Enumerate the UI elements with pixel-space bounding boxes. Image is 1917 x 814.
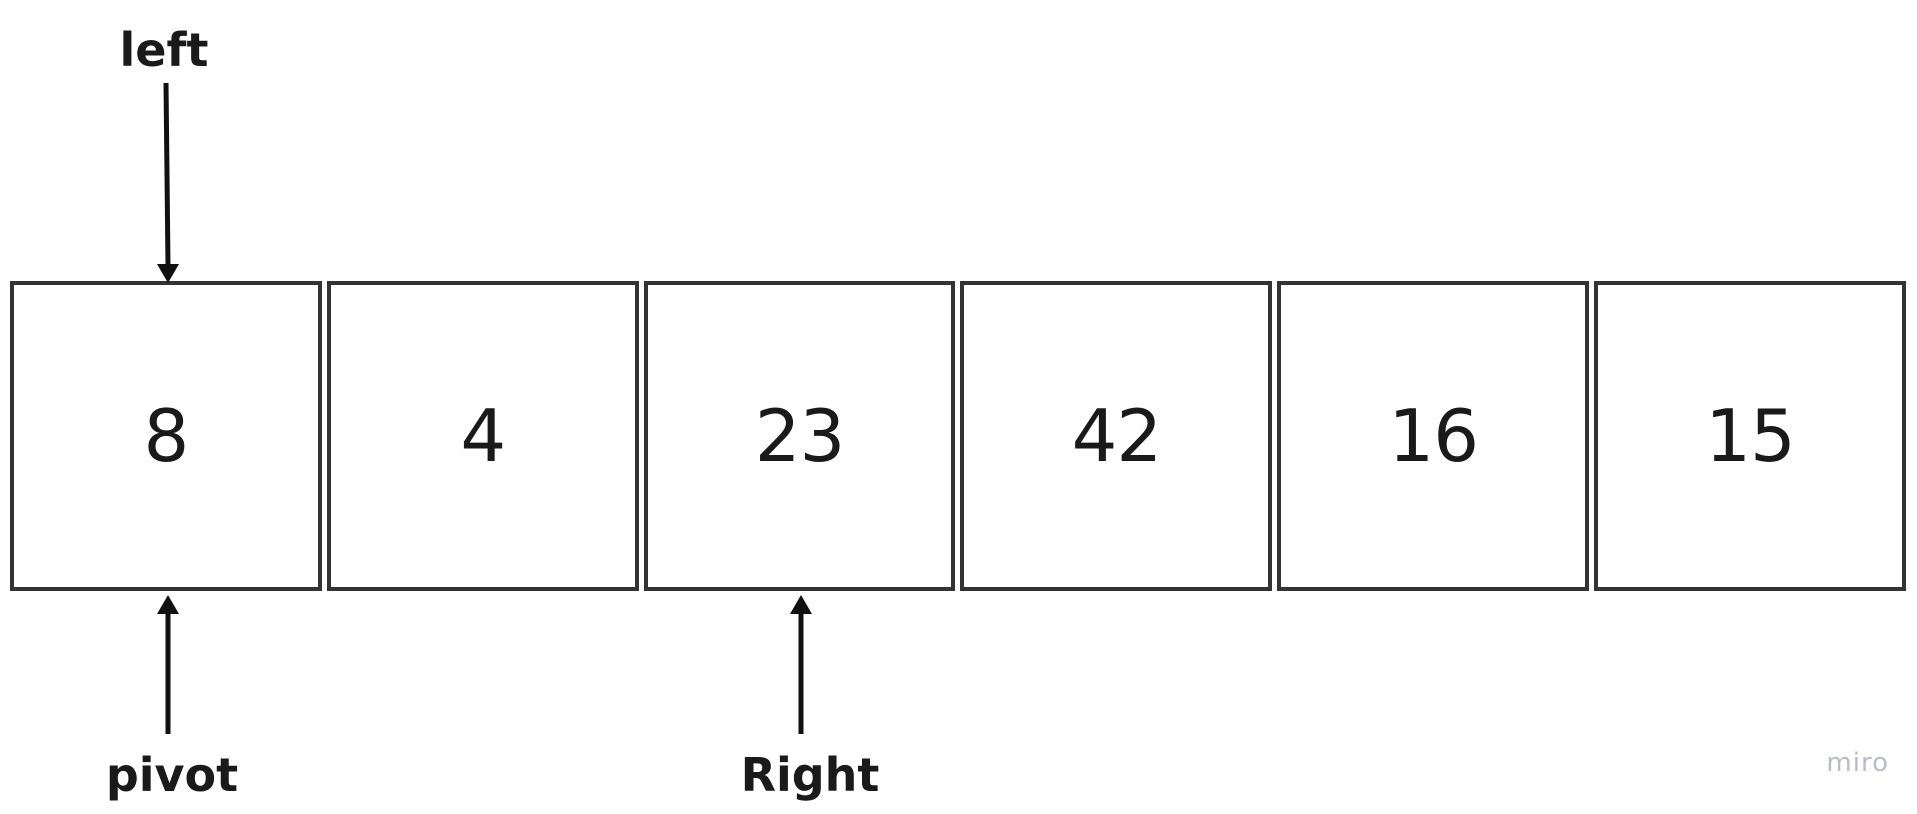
miro-watermark: miro: [1826, 748, 1889, 778]
array: 8 4 23 42 16 15: [10, 281, 1906, 591]
array-cell: 8: [10, 281, 322, 591]
right-label: Right: [740, 748, 880, 802]
cell-value: 15: [1705, 394, 1796, 478]
array-cell: 15: [1594, 281, 1906, 591]
pivot-arrow: [157, 595, 179, 734]
array-cell: 4: [326, 281, 639, 591]
array-cell: 16: [1277, 281, 1590, 591]
right-arrow: [790, 595, 812, 734]
cell-value: 23: [754, 394, 846, 478]
cell-value: 8: [143, 394, 190, 478]
cell-value: 4: [460, 394, 506, 478]
array-cell: 23: [643, 281, 956, 591]
cell-value: 16: [1388, 394, 1479, 478]
left-label: left: [119, 23, 209, 77]
cell-value: 42: [1071, 394, 1163, 478]
pivot-label: pivot: [105, 748, 239, 802]
left-arrow: [157, 82, 179, 283]
array-cell: 42: [960, 281, 1273, 591]
